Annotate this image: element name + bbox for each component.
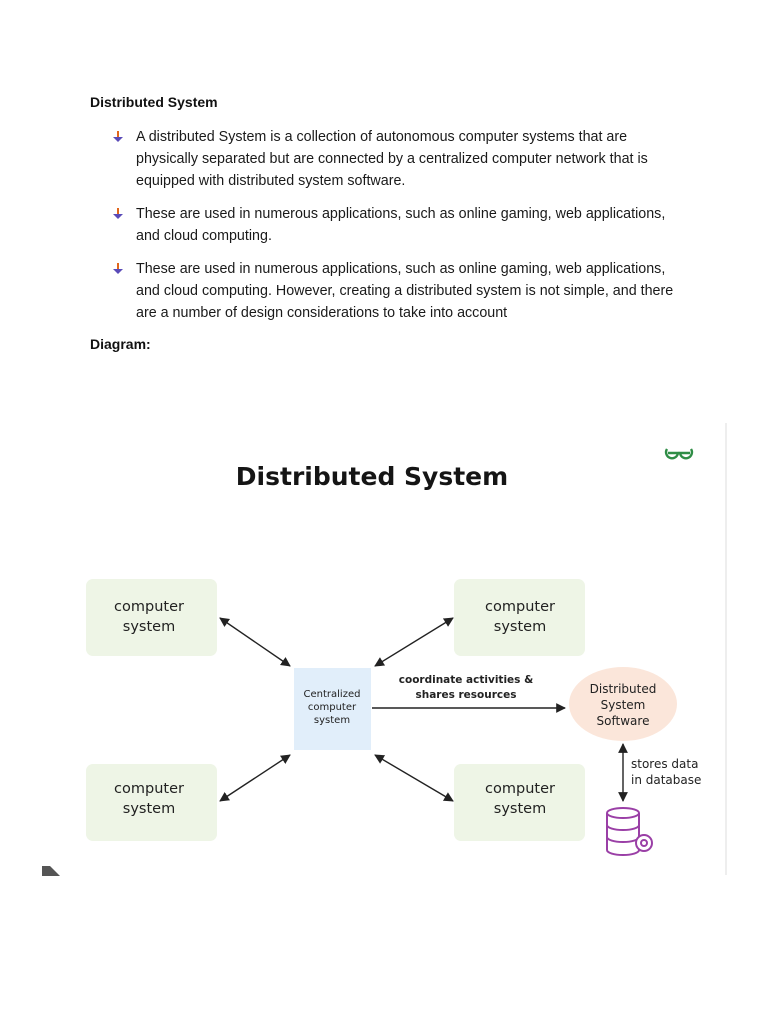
- bullet-text: These are used in numerous applications,…: [136, 261, 674, 321]
- computer-system-node: computer system: [86, 579, 217, 656]
- svg-text:System: System: [601, 698, 646, 712]
- diagram-label: Diagram:: [90, 336, 151, 352]
- down-arrow-bullet-icon: [113, 263, 123, 274]
- svg-text:computer: computer: [114, 781, 184, 797]
- computer-system-node: computer system: [454, 764, 585, 841]
- coordinate-label: shares resources: [415, 689, 516, 701]
- bidirectional-arrow: [374, 617, 454, 667]
- diagram-svg: Distributed System computer system compu…: [86, 423, 727, 875]
- distributed-system-figure: Distributed System computer system compu…: [50, 423, 727, 875]
- page-corner-marker: [42, 866, 60, 876]
- svg-text:system: system: [494, 801, 546, 817]
- bullet-list: A distributed System is a collection of …: [112, 126, 692, 335]
- svg-text:system: system: [314, 715, 350, 726]
- bullet-text: These are used in numerous applications,…: [136, 206, 666, 244]
- computer-system-node: computer system: [454, 579, 585, 656]
- section-heading: Distributed System: [90, 94, 218, 110]
- svg-text:Distributed: Distributed: [590, 682, 657, 696]
- svg-text:computer: computer: [114, 599, 184, 615]
- bullet-item: These are used in numerous applications,…: [112, 203, 692, 247]
- bullet-text: A distributed System is a collection of …: [136, 129, 648, 189]
- svg-text:Software: Software: [597, 714, 650, 728]
- svg-text:Centralized: Centralized: [304, 689, 361, 700]
- svg-text:system: system: [123, 801, 175, 817]
- svg-text:system: system: [123, 619, 175, 635]
- svg-text:computer: computer: [485, 781, 555, 797]
- computer-system-node: computer system: [86, 764, 217, 841]
- coordinate-label: coordinate activities &: [399, 674, 533, 686]
- svg-text:computer: computer: [485, 599, 555, 615]
- svg-text:system: system: [494, 619, 546, 635]
- distributed-software-node: Distributed System Software: [569, 667, 677, 741]
- stores-label: in database: [631, 773, 701, 787]
- centralized-computer-node: Centralized computer system: [294, 668, 371, 750]
- diagram-title: Distributed System: [236, 462, 508, 491]
- bidirectional-arrow: [219, 617, 291, 667]
- down-arrow-bullet-icon: [113, 208, 123, 219]
- database-gear-icon: [606, 807, 653, 856]
- bullet-item: These are used in numerous applications,…: [112, 258, 692, 324]
- stores-label: stores data: [631, 757, 698, 771]
- down-arrow-bullet-icon: [113, 131, 123, 142]
- svg-text:computer: computer: [308, 702, 357, 713]
- bidirectional-arrow: [219, 754, 291, 802]
- bidirectional-arrow: [374, 754, 454, 802]
- gfg-logo-icon: [664, 448, 694, 460]
- bullet-item: A distributed System is a collection of …: [112, 126, 692, 192]
